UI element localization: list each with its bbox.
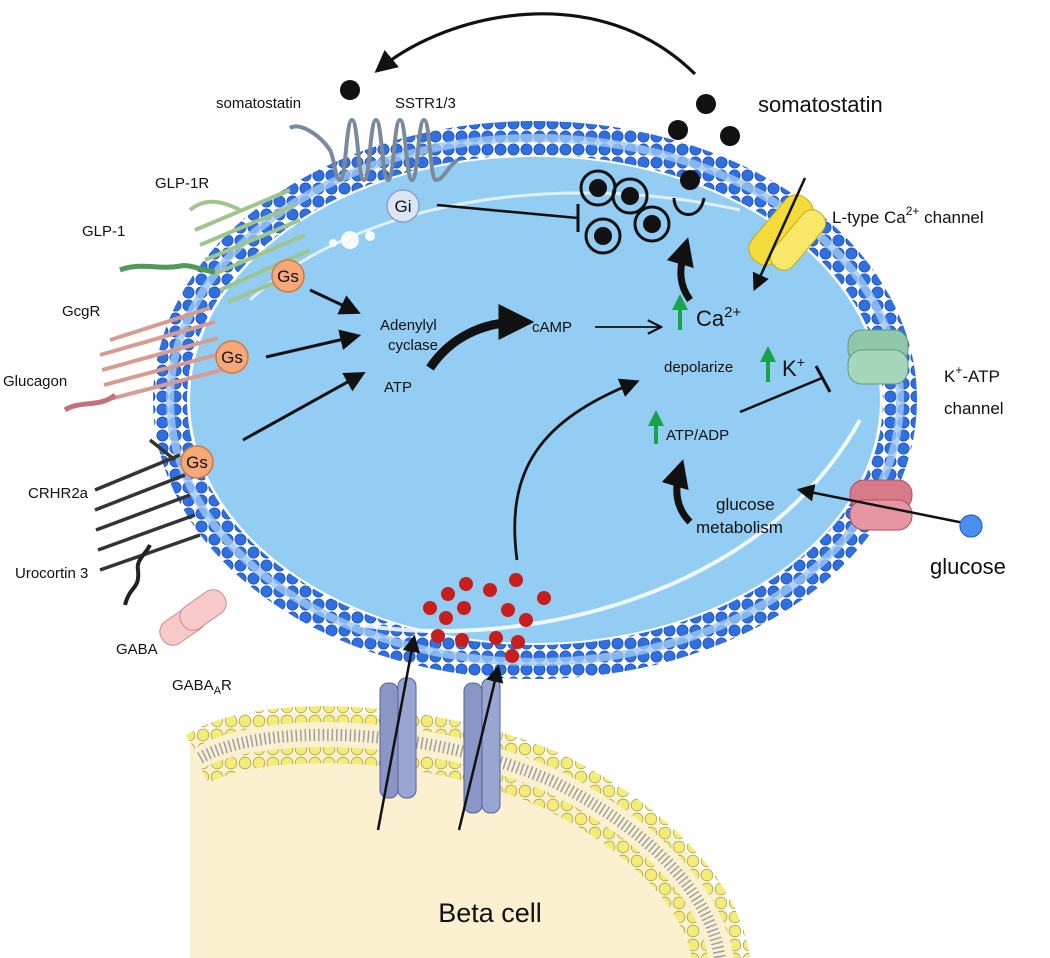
gs3-label: Gs xyxy=(186,453,208,472)
gs1-label: Gs xyxy=(277,267,299,286)
paracrine-feedback-arrow xyxy=(374,12,697,76)
glucose-uptake-arrow xyxy=(796,484,965,525)
glucose-transporter xyxy=(849,479,913,531)
adenylyl-label-2: cyclase xyxy=(388,337,438,354)
ltype-channel-label: L-type Ca2+ channel xyxy=(832,204,984,227)
glp1-ligand xyxy=(119,263,216,275)
adenylyl-label-1: Adenylyl xyxy=(380,317,437,334)
ltype-influx-arrow xyxy=(752,177,807,292)
gap-channel-arrow-1 xyxy=(376,634,421,831)
atp-adp-label: ATP/ADP xyxy=(666,427,729,444)
katp-channel-label-2: channel xyxy=(944,399,1004,418)
depolarize-label: depolarize xyxy=(664,359,733,376)
gcgr-helix xyxy=(99,306,223,402)
secretory-granules xyxy=(579,169,706,255)
crhr2a-helix xyxy=(94,438,201,572)
glucose-particle xyxy=(959,514,983,538)
beta-cell-membrane-tails xyxy=(197,728,726,958)
gi-inhibition-line xyxy=(436,203,579,220)
glp1-label: GLP-1 xyxy=(82,223,125,240)
beta-signal-to-depolarize-arrow xyxy=(513,378,640,561)
glucagon-label: Glucagon xyxy=(3,373,67,390)
glucose-metabolism-label-1: glucose xyxy=(716,495,775,514)
camp-label: cAMP xyxy=(532,319,572,336)
ca-label: Ca2+ xyxy=(696,304,741,331)
glucagon-ligand xyxy=(63,392,117,413)
gs2-arrow xyxy=(265,329,362,359)
atp-inhibits-katp-bar xyxy=(814,365,832,393)
exocytosis-pore xyxy=(672,197,706,216)
gs-protein-2: Gs xyxy=(215,340,249,374)
gs3-arrow xyxy=(242,371,366,442)
k-label: K+ xyxy=(782,354,805,381)
metabolism-to-atp-arrow xyxy=(661,459,693,525)
atp-label: ATP xyxy=(384,379,412,396)
beta-cell-membrane-outer xyxy=(185,706,750,958)
gap-channels xyxy=(379,677,501,814)
gcgr-label: GcgR xyxy=(62,303,101,320)
somatostatin-left-label: somatostatin xyxy=(216,95,301,112)
sstr-receptor xyxy=(288,117,460,183)
sstr-label: SSTR1/3 xyxy=(395,95,456,112)
gs2-label: Gs xyxy=(221,348,243,367)
glp1r-helix xyxy=(188,188,311,304)
urocortin-ligand xyxy=(123,544,152,606)
atp-inhibits-katp-line xyxy=(739,376,823,414)
katp-channel-label-1: K+-ATP xyxy=(944,363,1000,386)
gap-channel-arrow-2 xyxy=(457,664,504,831)
glp1r-label: GLP-1R xyxy=(155,175,209,192)
somatostatin-right-label: somatostatin xyxy=(758,92,883,117)
crhr2a-receptor xyxy=(94,438,201,606)
beta-cell-membrane-inner xyxy=(201,747,708,958)
glp1r-receptor xyxy=(119,188,311,304)
katp-channel xyxy=(847,329,909,385)
alpha-cell xyxy=(153,121,917,679)
gs1-arrow xyxy=(309,288,361,315)
gabaar-channel xyxy=(159,589,227,646)
gi-label: Gi xyxy=(395,197,412,216)
alpha-cell-cytoplasm xyxy=(190,157,880,643)
gabaar-label: GABAAR xyxy=(172,677,232,697)
gcgr-receptor xyxy=(63,306,223,413)
beta-cell: Beta cell xyxy=(185,706,750,958)
gi-protein: Gi xyxy=(386,189,420,223)
somatostatin-particles xyxy=(340,80,740,190)
gs-protein-3: Gs xyxy=(180,445,214,479)
gaba-label: GABA xyxy=(116,641,158,658)
glucose-metabolism-label-2: metabolism xyxy=(696,518,783,537)
gs-protein-1: Gs xyxy=(271,259,305,293)
crhr2a-label: CRHR2a xyxy=(28,485,89,502)
urocortin-label: Urocortin 3 xyxy=(15,565,88,582)
beta-cell-ions xyxy=(423,573,551,663)
beta-cell-cytoplasm xyxy=(190,712,740,958)
beta-cell-label: Beta cell xyxy=(438,898,542,928)
glucose-label: glucose xyxy=(930,554,1006,579)
sstr-helix xyxy=(288,117,460,183)
atp-to-camp-arrow xyxy=(426,304,535,371)
